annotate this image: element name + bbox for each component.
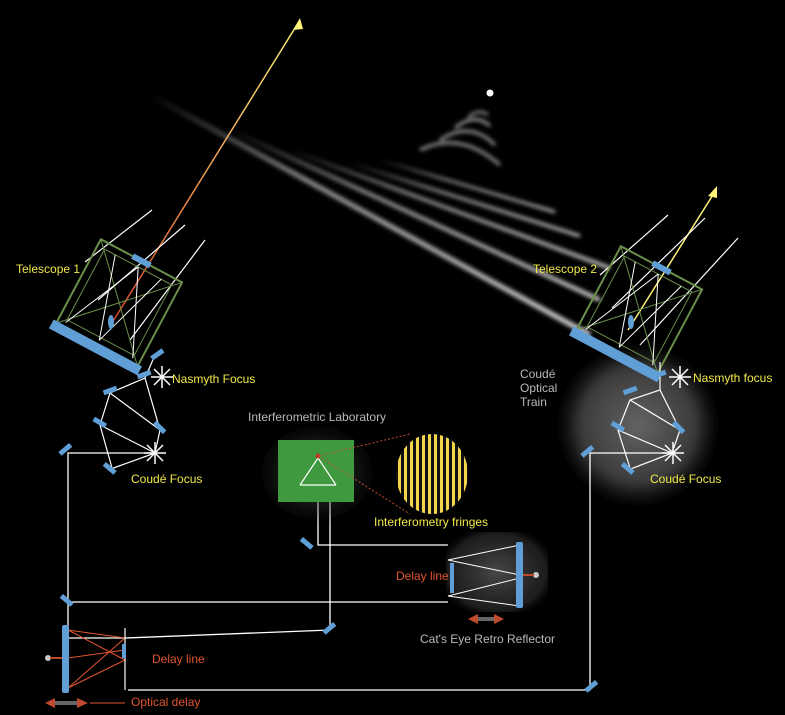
nasmyth-focus-1-label: Nasmyth Focus — [172, 372, 256, 386]
cats-eye-glow — [446, 532, 548, 612]
star-source — [486, 89, 494, 97]
bottom-delay-line — [45, 625, 126, 708]
telescope-1-rays — [84, 18, 303, 341]
fringe-stripe — [398, 434, 401, 514]
telescope-2 — [568, 244, 704, 383]
telescope-1 — [48, 237, 184, 376]
fringe-stripe — [464, 434, 467, 514]
fringe-stripe — [416, 434, 419, 514]
coude-train-1-mirrors — [92, 348, 167, 475]
coude-train-2-mirrors — [610, 369, 686, 475]
interferometric-laboratory-label: Interferometric Laboratory — [248, 410, 387, 424]
nasmyth-focus-2-label: Nasmyth focus — [693, 371, 773, 385]
fringe-stripe — [446, 434, 449, 514]
optical-delay-label: Optical delay — [131, 695, 201, 709]
cats-eye-arrows — [468, 614, 504, 624]
relay-mirrors — [58, 442, 599, 693]
telescope-1-label: Telescope 1 — [16, 262, 81, 276]
nasmyth-focus-1-star — [151, 366, 173, 388]
fringe-stripe — [428, 434, 431, 514]
cats-eye-stub — [533, 572, 539, 578]
telescope-1-secondary-mirror — [108, 315, 114, 329]
coude-optical-train-label-2: Optical — [520, 381, 558, 395]
cats-eye-secondary-mirror — [450, 563, 454, 593]
nasmyth-focus-2-star — [669, 366, 691, 388]
bottom-delay-stub — [45, 655, 51, 661]
bottom-delay-small-mirror — [122, 644, 126, 658]
coude-train-2 — [617, 362, 681, 471]
fringe-stripe — [410, 434, 413, 514]
delay-line-bottom-label: Delay line — [152, 652, 205, 666]
coude-optical-train-label-1: Coudé — [520, 367, 556, 381]
incoming-wavefronts — [148, 92, 611, 338]
coude-optical-train-label-3: Train — [520, 395, 547, 409]
cats-eye-label: Cat's Eye Retro Reflector — [420, 632, 556, 646]
fringe-stripe — [440, 434, 443, 514]
telescope-2-rays — [599, 186, 739, 346]
coude-focus-2-label: Coudé Focus — [650, 472, 722, 486]
interferometry-fringes — [396, 434, 468, 514]
telescope-2-secondary-mirror — [628, 315, 634, 329]
coude-optical-train-glow — [556, 343, 720, 507]
coude-focus-1-label: Coudé Focus — [131, 472, 203, 486]
bottom-delay-mirror — [62, 625, 69, 693]
fringe-stripe — [434, 434, 437, 514]
fringe-stripe — [458, 434, 461, 514]
telescope-2-label: Telescope 2 — [533, 262, 598, 276]
delay-line-top-label: Delay line — [396, 569, 449, 583]
cats-eye-primary-mirror — [516, 542, 523, 608]
fringe-stripe — [422, 434, 425, 514]
fringe-stripe — [404, 434, 407, 514]
fringe-stripe — [452, 434, 455, 514]
interferometry-fringes-label: Interferometry fringes — [374, 515, 489, 529]
